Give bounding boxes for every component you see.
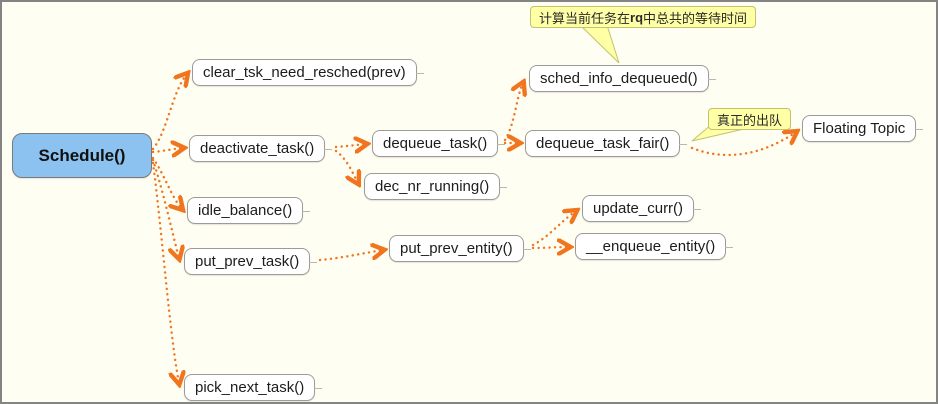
node-idle-balance[interactable]: idle_balance() bbox=[187, 197, 311, 224]
node-clear-tsk-need-resched[interactable]: clear_tsk_need_resched(prev) bbox=[192, 59, 424, 86]
note-tail-rq-wait-time bbox=[575, 21, 620, 64]
edge-dequeuetask-schedinfo bbox=[503, 83, 523, 142]
note-text-bold: rq bbox=[630, 9, 644, 25]
edge-deactivate-decnrrunning bbox=[334, 149, 358, 183]
edge-putpreventity-updatecurr bbox=[531, 211, 576, 247]
note-text-suffix: 中总共的等待时间 bbox=[643, 10, 748, 26]
node-dec-nr-running[interactable]: dec_nr_running() bbox=[364, 173, 508, 200]
edge-schedule-picknexttask bbox=[151, 161, 179, 383]
note-real-dequeue[interactable]: 真正的出队 bbox=[708, 108, 792, 130]
node-enqueue-entity[interactable]: __enqueue_entity() bbox=[575, 233, 734, 260]
node-pick-next-task[interactable]: pick_next_task() bbox=[184, 374, 323, 401]
note-text-prefix: 计算当前任务在 bbox=[539, 10, 631, 26]
edge-deactivate-dequeuetask bbox=[334, 144, 366, 147]
node-put-prev-task[interactable]: put_prev_task() bbox=[184, 248, 318, 275]
note-text: 真正的出队 bbox=[717, 112, 783, 128]
node-put-prev-entity[interactable]: put_prev_entity() bbox=[389, 235, 531, 262]
edge-schedule-clear bbox=[151, 74, 187, 151]
node-deactivate-task[interactable]: deactivate_task() bbox=[189, 135, 333, 162]
node-dequeue-task-fair[interactable]: dequeue_task_fair() bbox=[525, 130, 688, 157]
edge-putpreventity-enqueueentity bbox=[531, 247, 569, 248]
node-dequeue-task[interactable]: dequeue_task() bbox=[372, 130, 506, 157]
edge-putprevtask-putpreventity bbox=[318, 250, 383, 262]
node-sched-info-dequeued[interactable]: sched_info_dequeued() bbox=[529, 65, 716, 92]
edge-dequeuefair-floating bbox=[690, 132, 796, 157]
edge-schedule-deactivate bbox=[151, 148, 183, 152]
node-schedule[interactable]: Schedule() bbox=[12, 133, 152, 178]
edge-schedule-putprevtask bbox=[151, 158, 179, 258]
node-floating-topic[interactable]: Floating Topic bbox=[802, 115, 924, 142]
edge-schedule-idle bbox=[151, 156, 182, 209]
node-update-curr[interactable]: update_curr() bbox=[582, 195, 702, 222]
